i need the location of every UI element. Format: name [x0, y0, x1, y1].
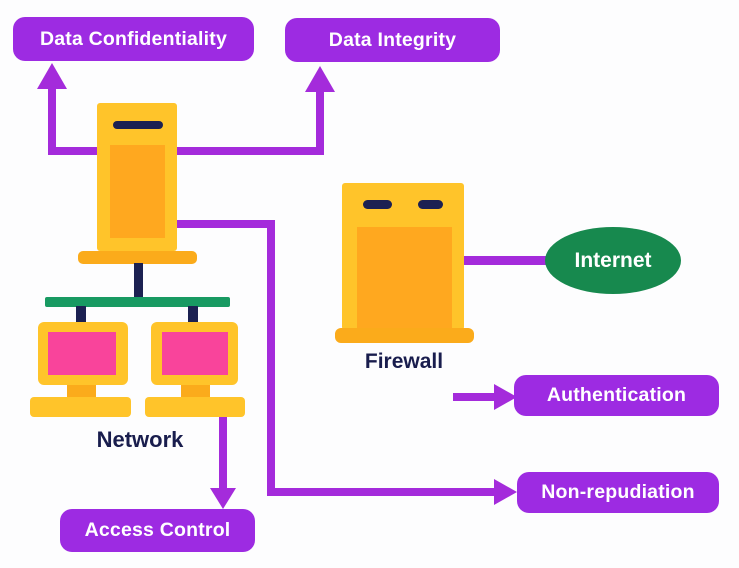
non-repudiation-horizontal-line	[267, 488, 495, 496]
firewall-label: Firewall	[364, 350, 444, 373]
node-data-confidentiality: Data Confidentiality	[13, 17, 254, 61]
non-repudiation-vertical-line	[267, 220, 275, 496]
monitor-screen	[48, 332, 116, 375]
firewall-opening	[357, 227, 452, 330]
node-data-integrity: Data Integrity	[285, 18, 500, 62]
arrowhead-right-authentication-icon	[494, 384, 517, 410]
node-access-control: Access Control	[60, 509, 255, 552]
arrowhead-right-non-repudiation-icon	[494, 479, 517, 505]
computer-left-stem	[76, 306, 86, 322]
access-control-arrow-line	[219, 400, 227, 489]
arrowhead-up-data-integrity-icon	[305, 66, 335, 92]
node-non-repudiation: Non-repudiation	[517, 472, 719, 513]
server-stem	[134, 263, 143, 298]
firewall-slot-right	[418, 200, 443, 209]
arrow-line-to-data-integrity	[316, 90, 324, 150]
server-panel	[110, 145, 165, 238]
server-top-connector-line	[48, 147, 324, 155]
server-base	[78, 251, 197, 264]
arrowhead-down-access-control-icon	[210, 488, 236, 509]
internet-label: Internet	[574, 248, 652, 272]
monitor-neck	[181, 385, 210, 397]
network-bus-bar	[45, 297, 230, 307]
monitor-screen	[162, 332, 228, 375]
network-label: Network	[96, 427, 184, 452]
arrowhead-up-data-confidentiality-icon	[37, 63, 67, 89]
node-authentication: Authentication	[514, 375, 719, 416]
firewall-slot-left	[363, 200, 392, 209]
server-slot	[113, 121, 163, 129]
server-right-connector-line	[177, 220, 275, 228]
authentication-arrow-line	[453, 393, 495, 401]
arrow-line-to-data-confidentiality	[48, 86, 56, 150]
firewall-internet-connector-line	[464, 256, 550, 265]
computer-right-stem	[188, 306, 198, 322]
internet-node: Internet	[545, 227, 681, 294]
firewall-base	[335, 328, 474, 343]
monitor-base	[30, 397, 131, 417]
monitor-base	[145, 397, 245, 417]
monitor-neck	[67, 385, 96, 397]
